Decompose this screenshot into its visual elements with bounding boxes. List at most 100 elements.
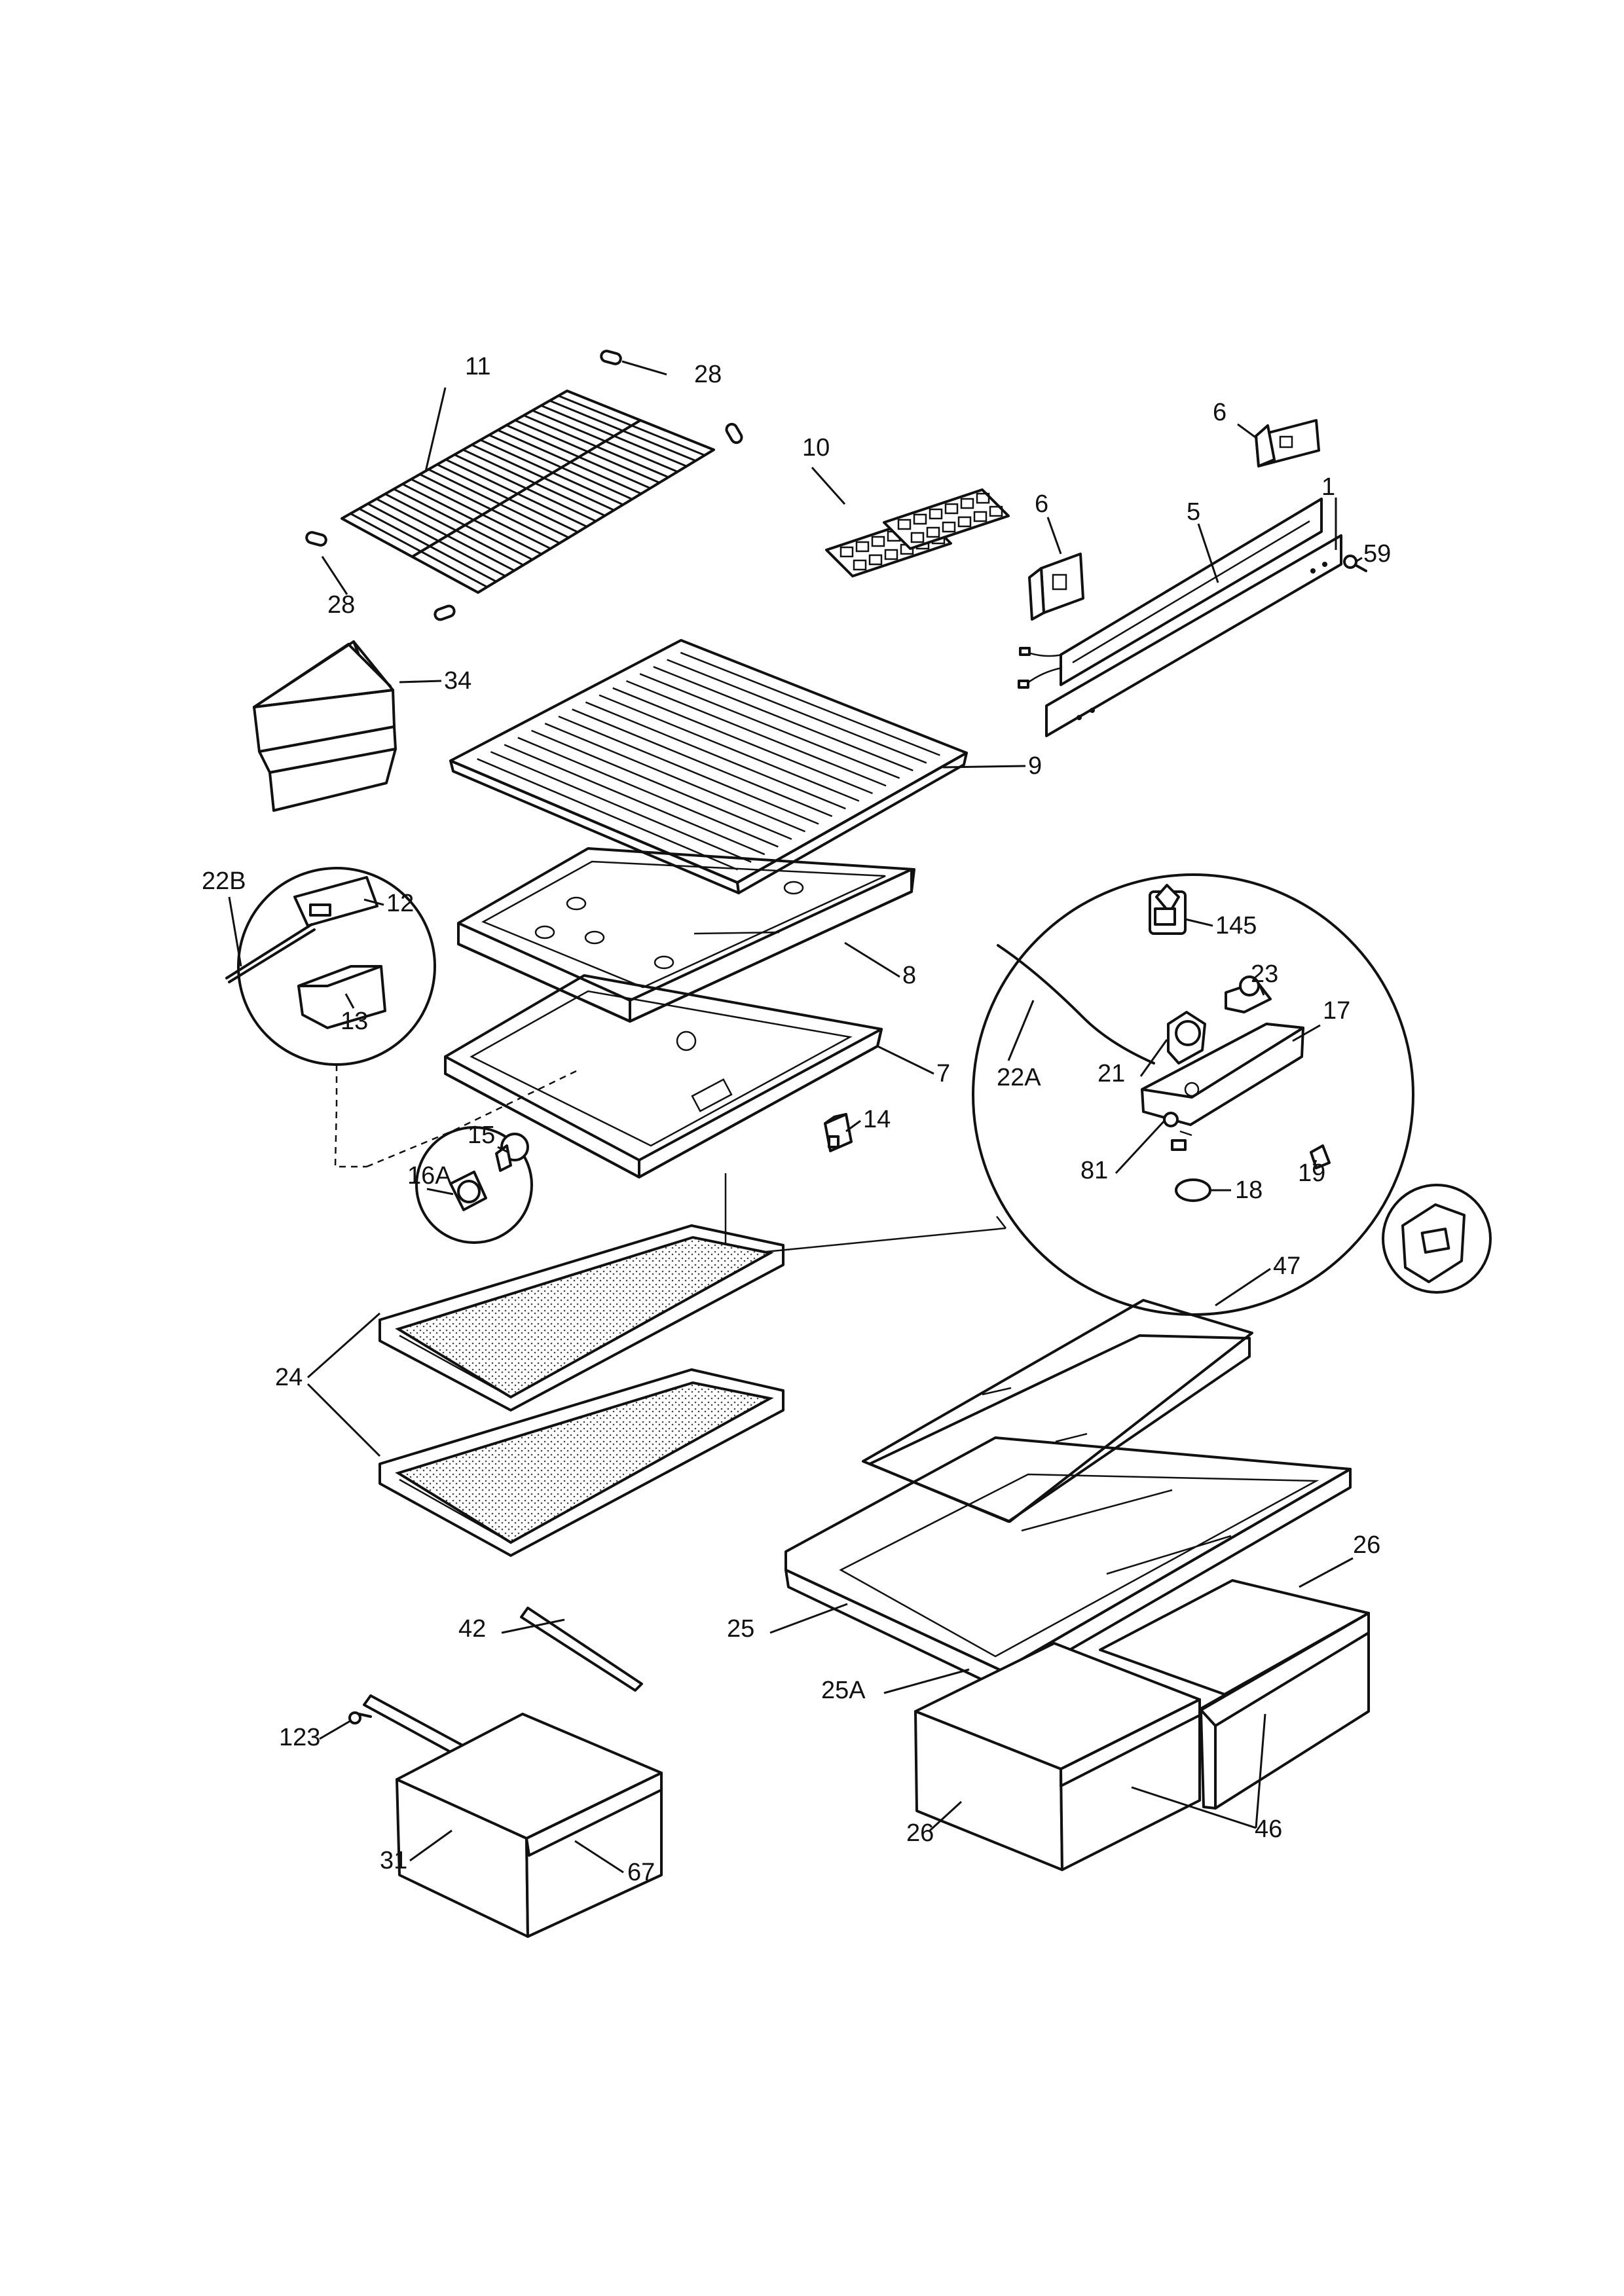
callout-label: 26 xyxy=(906,1819,934,1847)
leader-line xyxy=(1115,1120,1166,1175)
leader-line xyxy=(929,1800,963,1832)
ice-cube-cell xyxy=(884,549,898,560)
cover-rib xyxy=(531,729,792,840)
callout-label: 24 xyxy=(275,1364,303,1391)
shelf-rod xyxy=(358,507,497,583)
leader-line xyxy=(1299,1557,1354,1588)
callout-label: 123 xyxy=(279,1724,320,1751)
callout-leaders xyxy=(228,360,1363,1874)
shelf-rod xyxy=(428,468,570,539)
ice-cube-cell xyxy=(926,526,940,538)
callout-label: 6 xyxy=(1035,490,1048,518)
leader-line xyxy=(426,1188,454,1195)
callout-label: 17 xyxy=(1323,997,1350,1025)
callout-label: 22A xyxy=(997,1064,1041,1091)
glass-shelf-upper xyxy=(378,1224,784,1412)
shelf-rod xyxy=(341,517,479,594)
callout-label: 22B xyxy=(202,867,246,895)
leader-line xyxy=(306,1383,381,1457)
ice-cube-cell xyxy=(871,536,885,547)
leader-line xyxy=(1185,918,1213,927)
leader-line xyxy=(621,360,667,376)
shelf-rod xyxy=(376,498,515,572)
leader-line xyxy=(1312,1159,1318,1166)
shelf-rod xyxy=(411,478,551,550)
ice-cube-cell xyxy=(976,492,990,504)
callout-label: 12 xyxy=(386,890,414,917)
cover-rib xyxy=(477,758,739,871)
callout-label: 11 xyxy=(465,353,490,380)
callout-label: 59 xyxy=(1363,540,1391,568)
callout-label: 6 xyxy=(1213,399,1227,426)
callout-label: 28 xyxy=(327,591,355,619)
shelf-rod xyxy=(384,493,524,566)
callout-label: 18 xyxy=(1235,1176,1263,1204)
callout-label: 145 xyxy=(1215,912,1257,939)
cover-rib xyxy=(544,722,806,833)
drawer-rail-42 xyxy=(520,1607,643,1692)
leader-line xyxy=(497,1146,509,1154)
callout-label: 9 xyxy=(1028,752,1042,780)
ice-cube-cell xyxy=(910,532,925,543)
callout-label: 13 xyxy=(341,1008,368,1035)
ice-cube-cell xyxy=(944,503,959,515)
callout-label: 34 xyxy=(444,667,471,695)
cover-rib xyxy=(639,673,900,779)
cover-rib xyxy=(612,687,873,795)
leader-line xyxy=(883,1668,970,1694)
leader-line xyxy=(1046,517,1062,555)
callout-label: 28 xyxy=(694,361,722,388)
trim-strip-part xyxy=(1045,534,1342,737)
glass-shelf-lower xyxy=(378,1368,784,1557)
bracket-part-left xyxy=(1028,553,1084,621)
leader-line xyxy=(344,993,355,1009)
shelf-rod xyxy=(393,488,533,561)
grille-cover-part xyxy=(449,639,968,894)
leader-line xyxy=(1259,985,1265,996)
ice-cube-cell xyxy=(840,546,854,558)
cover-rib xyxy=(680,651,940,756)
shelf-end-caps xyxy=(305,350,743,621)
leader-line xyxy=(845,1120,861,1133)
leader-line xyxy=(321,556,348,595)
ice-cube-cell xyxy=(942,521,956,533)
detail-inset-fan xyxy=(972,873,1414,1316)
tray-housing-part xyxy=(457,847,915,1023)
leader-line xyxy=(363,898,384,906)
leader-line xyxy=(1197,523,1219,583)
callout-label: 67 xyxy=(627,1859,655,1886)
callout-label: 14 xyxy=(863,1106,891,1133)
ice-cube-cell xyxy=(989,505,1003,517)
crisper-cover-glass xyxy=(862,1299,1253,1523)
cover-rib xyxy=(626,680,887,787)
cover-rib xyxy=(653,666,913,772)
cover-rib xyxy=(517,737,779,848)
leader-line xyxy=(1007,1000,1035,1061)
leader-line xyxy=(399,680,442,683)
leader-line xyxy=(1131,1786,1257,1829)
callout-label: 1 xyxy=(1321,473,1335,501)
meat-drawer-part xyxy=(396,1713,663,1938)
callout-label: 21 xyxy=(1098,1060,1125,1087)
callout-label: 19 xyxy=(1298,1159,1325,1187)
cover-rib xyxy=(490,751,752,863)
ice-cube-cell xyxy=(897,519,912,530)
bracket-part-top xyxy=(1255,419,1320,467)
leader-line xyxy=(1355,556,1363,563)
switch-part-14 xyxy=(824,1113,853,1152)
cover-rib xyxy=(667,659,927,764)
cover-rib xyxy=(585,701,846,810)
control-panel-part xyxy=(1018,498,1323,689)
cover-rib xyxy=(599,694,860,802)
ice-cube-cell xyxy=(929,508,943,520)
leader-line xyxy=(409,1829,452,1862)
detail-inset-switch xyxy=(1382,1184,1492,1294)
ice-trays-part xyxy=(825,488,1010,577)
shelf-rod xyxy=(401,483,542,555)
leader-line xyxy=(307,1312,380,1379)
callout-label: 25 xyxy=(727,1615,754,1643)
callout-label: 47 xyxy=(1273,1252,1301,1280)
cover-rib xyxy=(504,744,766,856)
